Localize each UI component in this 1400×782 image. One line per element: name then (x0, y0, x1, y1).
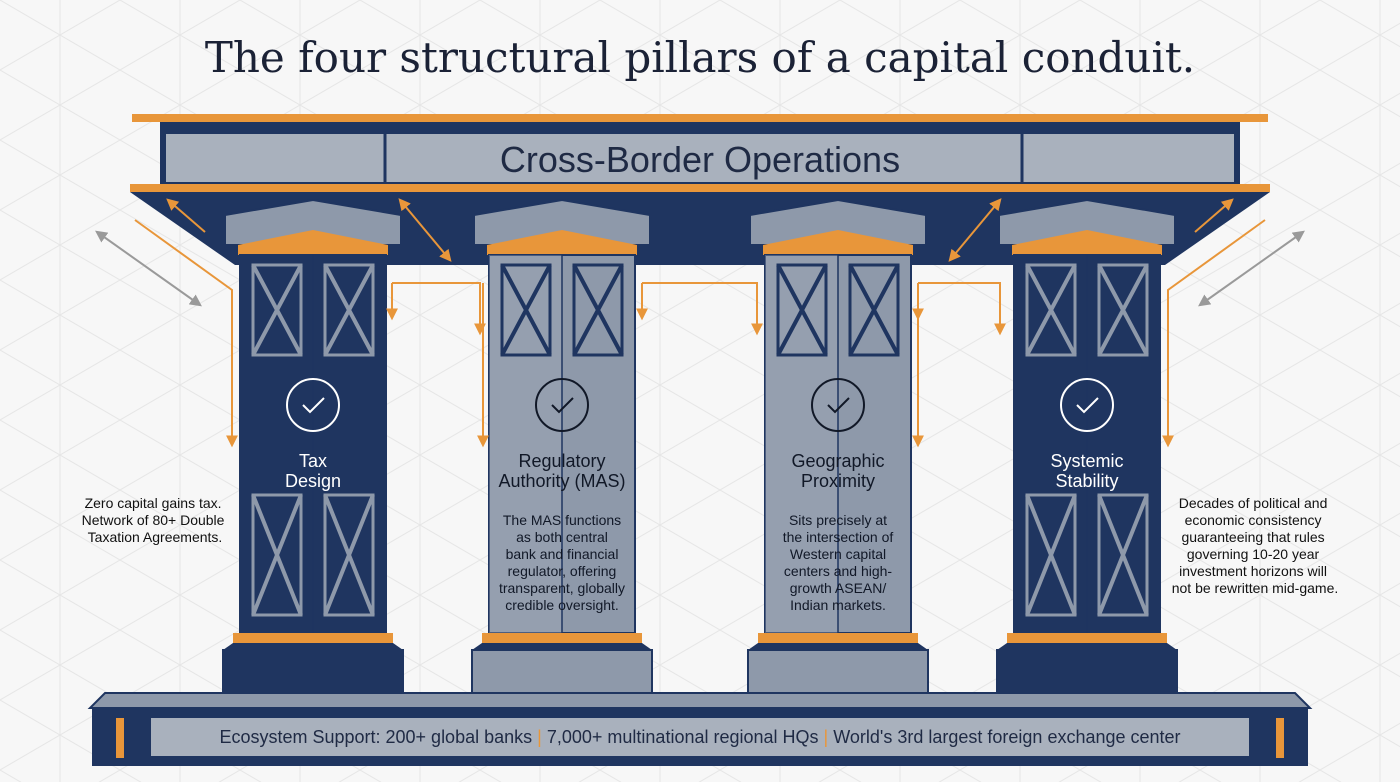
left-note: Zero capital gains tax. Network of 80+ D… (82, 495, 229, 545)
right-note: Decades of political and economic consis… (1172, 495, 1339, 596)
castle-clock-arrow-icon (1060, 378, 1114, 432)
ecosystem-platform: Ecosystem Support: 200+ global banks | 7… (87, 692, 1313, 766)
shield-check-coins-icon (286, 378, 340, 432)
page-title: The four structural pillars of a capital… (205, 33, 1195, 82)
bank-gavel-icon (535, 378, 589, 432)
flow-arrows (95, 198, 1305, 448)
compass-world-map-icon (811, 378, 865, 432)
ecosystem-text: Ecosystem Support: 200+ global banks | 7… (219, 727, 1180, 747)
beam-label: Cross-Border Operations (500, 139, 900, 180)
